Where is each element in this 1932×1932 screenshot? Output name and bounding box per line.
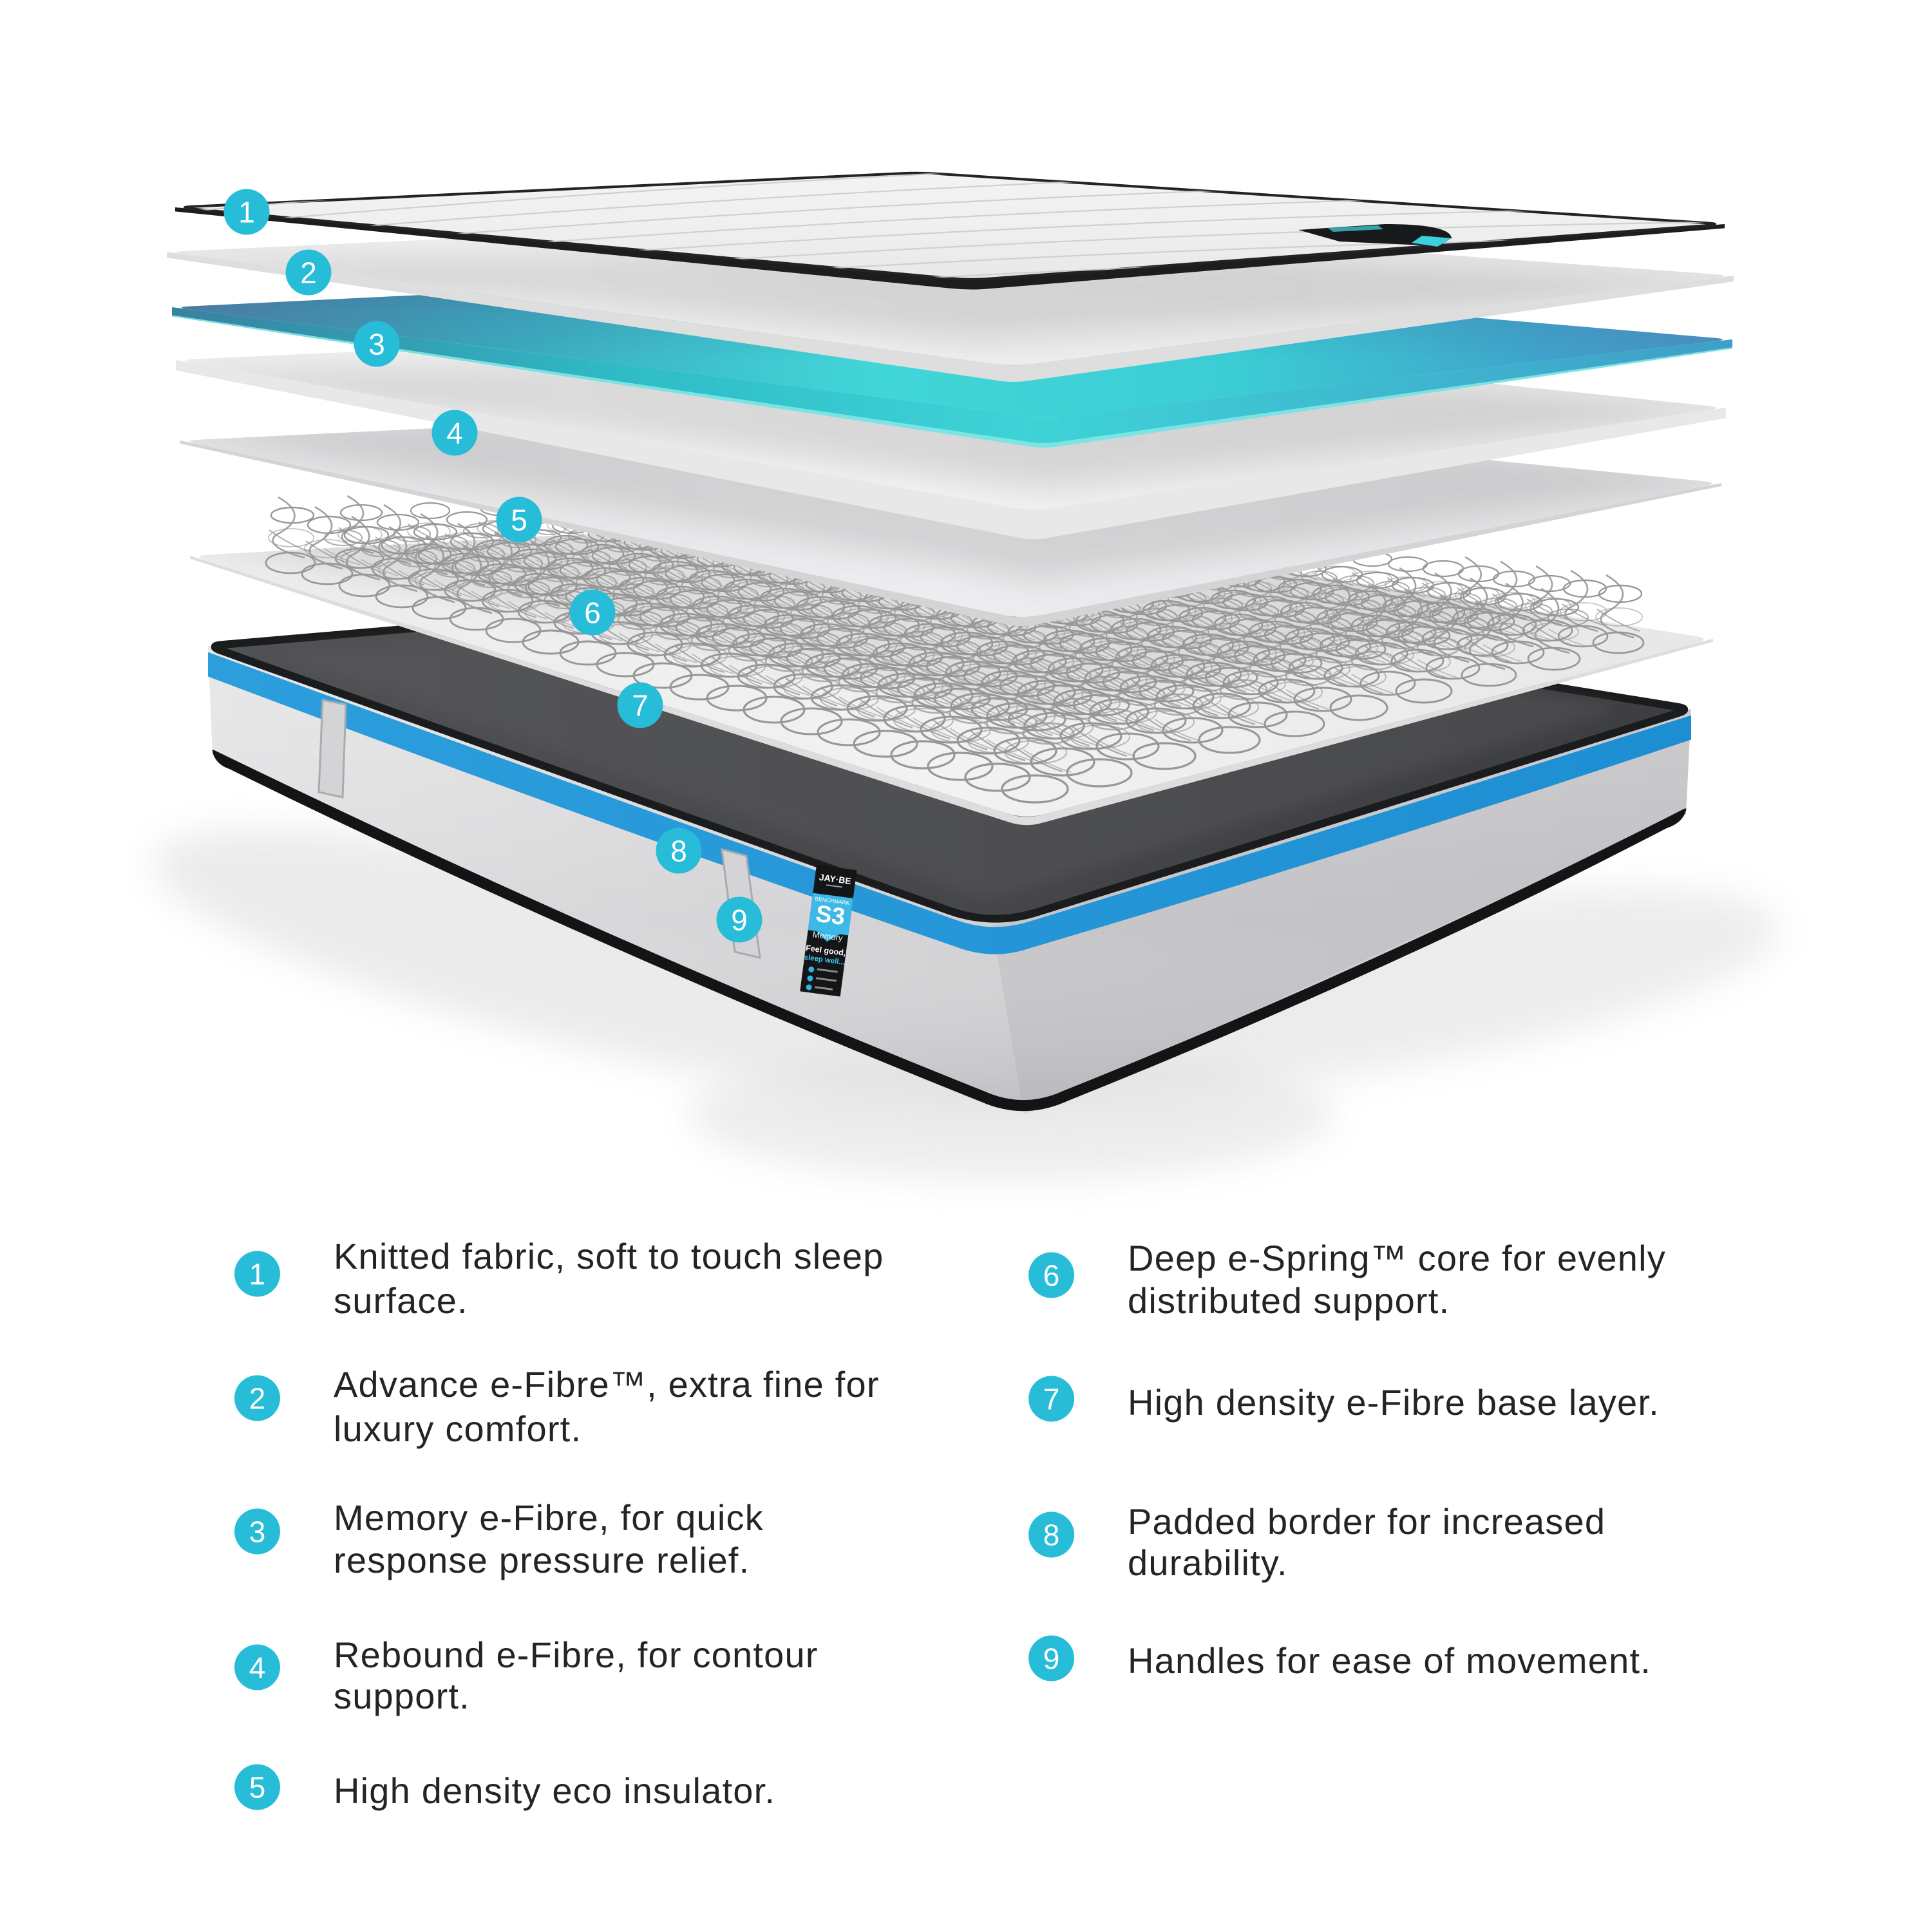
svg-text:5: 5: [249, 1771, 266, 1804]
svg-text:7: 7: [632, 689, 649, 723]
svg-text:8: 8: [670, 835, 687, 868]
svg-text:1: 1: [238, 196, 255, 229]
svg-text:support.: support.: [334, 1676, 470, 1716]
svg-text:Padded border for increased: Padded border for increased: [1128, 1501, 1605, 1542]
svg-text:6: 6: [584, 596, 601, 630]
svg-text:surface.: surface.: [334, 1280, 468, 1321]
svg-text:S3: S3: [814, 900, 846, 931]
svg-text:Memory: Memory: [812, 929, 844, 943]
svg-text:Advance e-Fibre™, extra fine f: Advance e-Fibre™, extra fine for: [334, 1364, 880, 1405]
svg-text:2: 2: [249, 1382, 266, 1416]
svg-text:Handles for ease of movement.: Handles for ease of movement.: [1128, 1640, 1651, 1681]
svg-text:3: 3: [249, 1515, 266, 1549]
svg-text:Knitted fabric, soft to touch: Knitted fabric, soft to touch sleep: [334, 1236, 884, 1276]
svg-text:High density eco insulator.: High density eco insulator.: [334, 1770, 775, 1811]
svg-text:2: 2: [300, 256, 317, 290]
svg-text:4: 4: [446, 417, 463, 450]
svg-text:distributed support.: distributed support.: [1128, 1280, 1450, 1321]
svg-text:durability.: durability.: [1128, 1542, 1288, 1583]
svg-text:8: 8: [1043, 1519, 1060, 1552]
svg-text:5: 5: [511, 504, 527, 537]
svg-text:1: 1: [249, 1258, 266, 1291]
svg-text:JAY·BE: JAY·BE: [819, 872, 852, 886]
svg-text:Memory e-Fibre, for quick: Memory e-Fibre, for quick: [334, 1497, 764, 1538]
svg-text:9: 9: [731, 904, 748, 937]
svg-text:High density e-Fibre base laye: High density e-Fibre base layer.: [1128, 1382, 1660, 1423]
svg-text:Deep e-Spring™ core for evenly: Deep e-Spring™ core for evenly: [1128, 1238, 1666, 1278]
svg-text:7: 7: [1043, 1383, 1060, 1416]
svg-text:luxury comfort.: luxury comfort.: [334, 1408, 582, 1449]
svg-text:4: 4: [249, 1651, 266, 1685]
svg-text:Rebound e-Fibre, for contour: Rebound e-Fibre, for contour: [334, 1634, 819, 1675]
svg-text:response pressure relief.: response pressure relief.: [334, 1540, 750, 1580]
svg-text:9: 9: [1043, 1642, 1060, 1676]
svg-text:6: 6: [1043, 1259, 1060, 1293]
svg-text:3: 3: [368, 328, 385, 361]
